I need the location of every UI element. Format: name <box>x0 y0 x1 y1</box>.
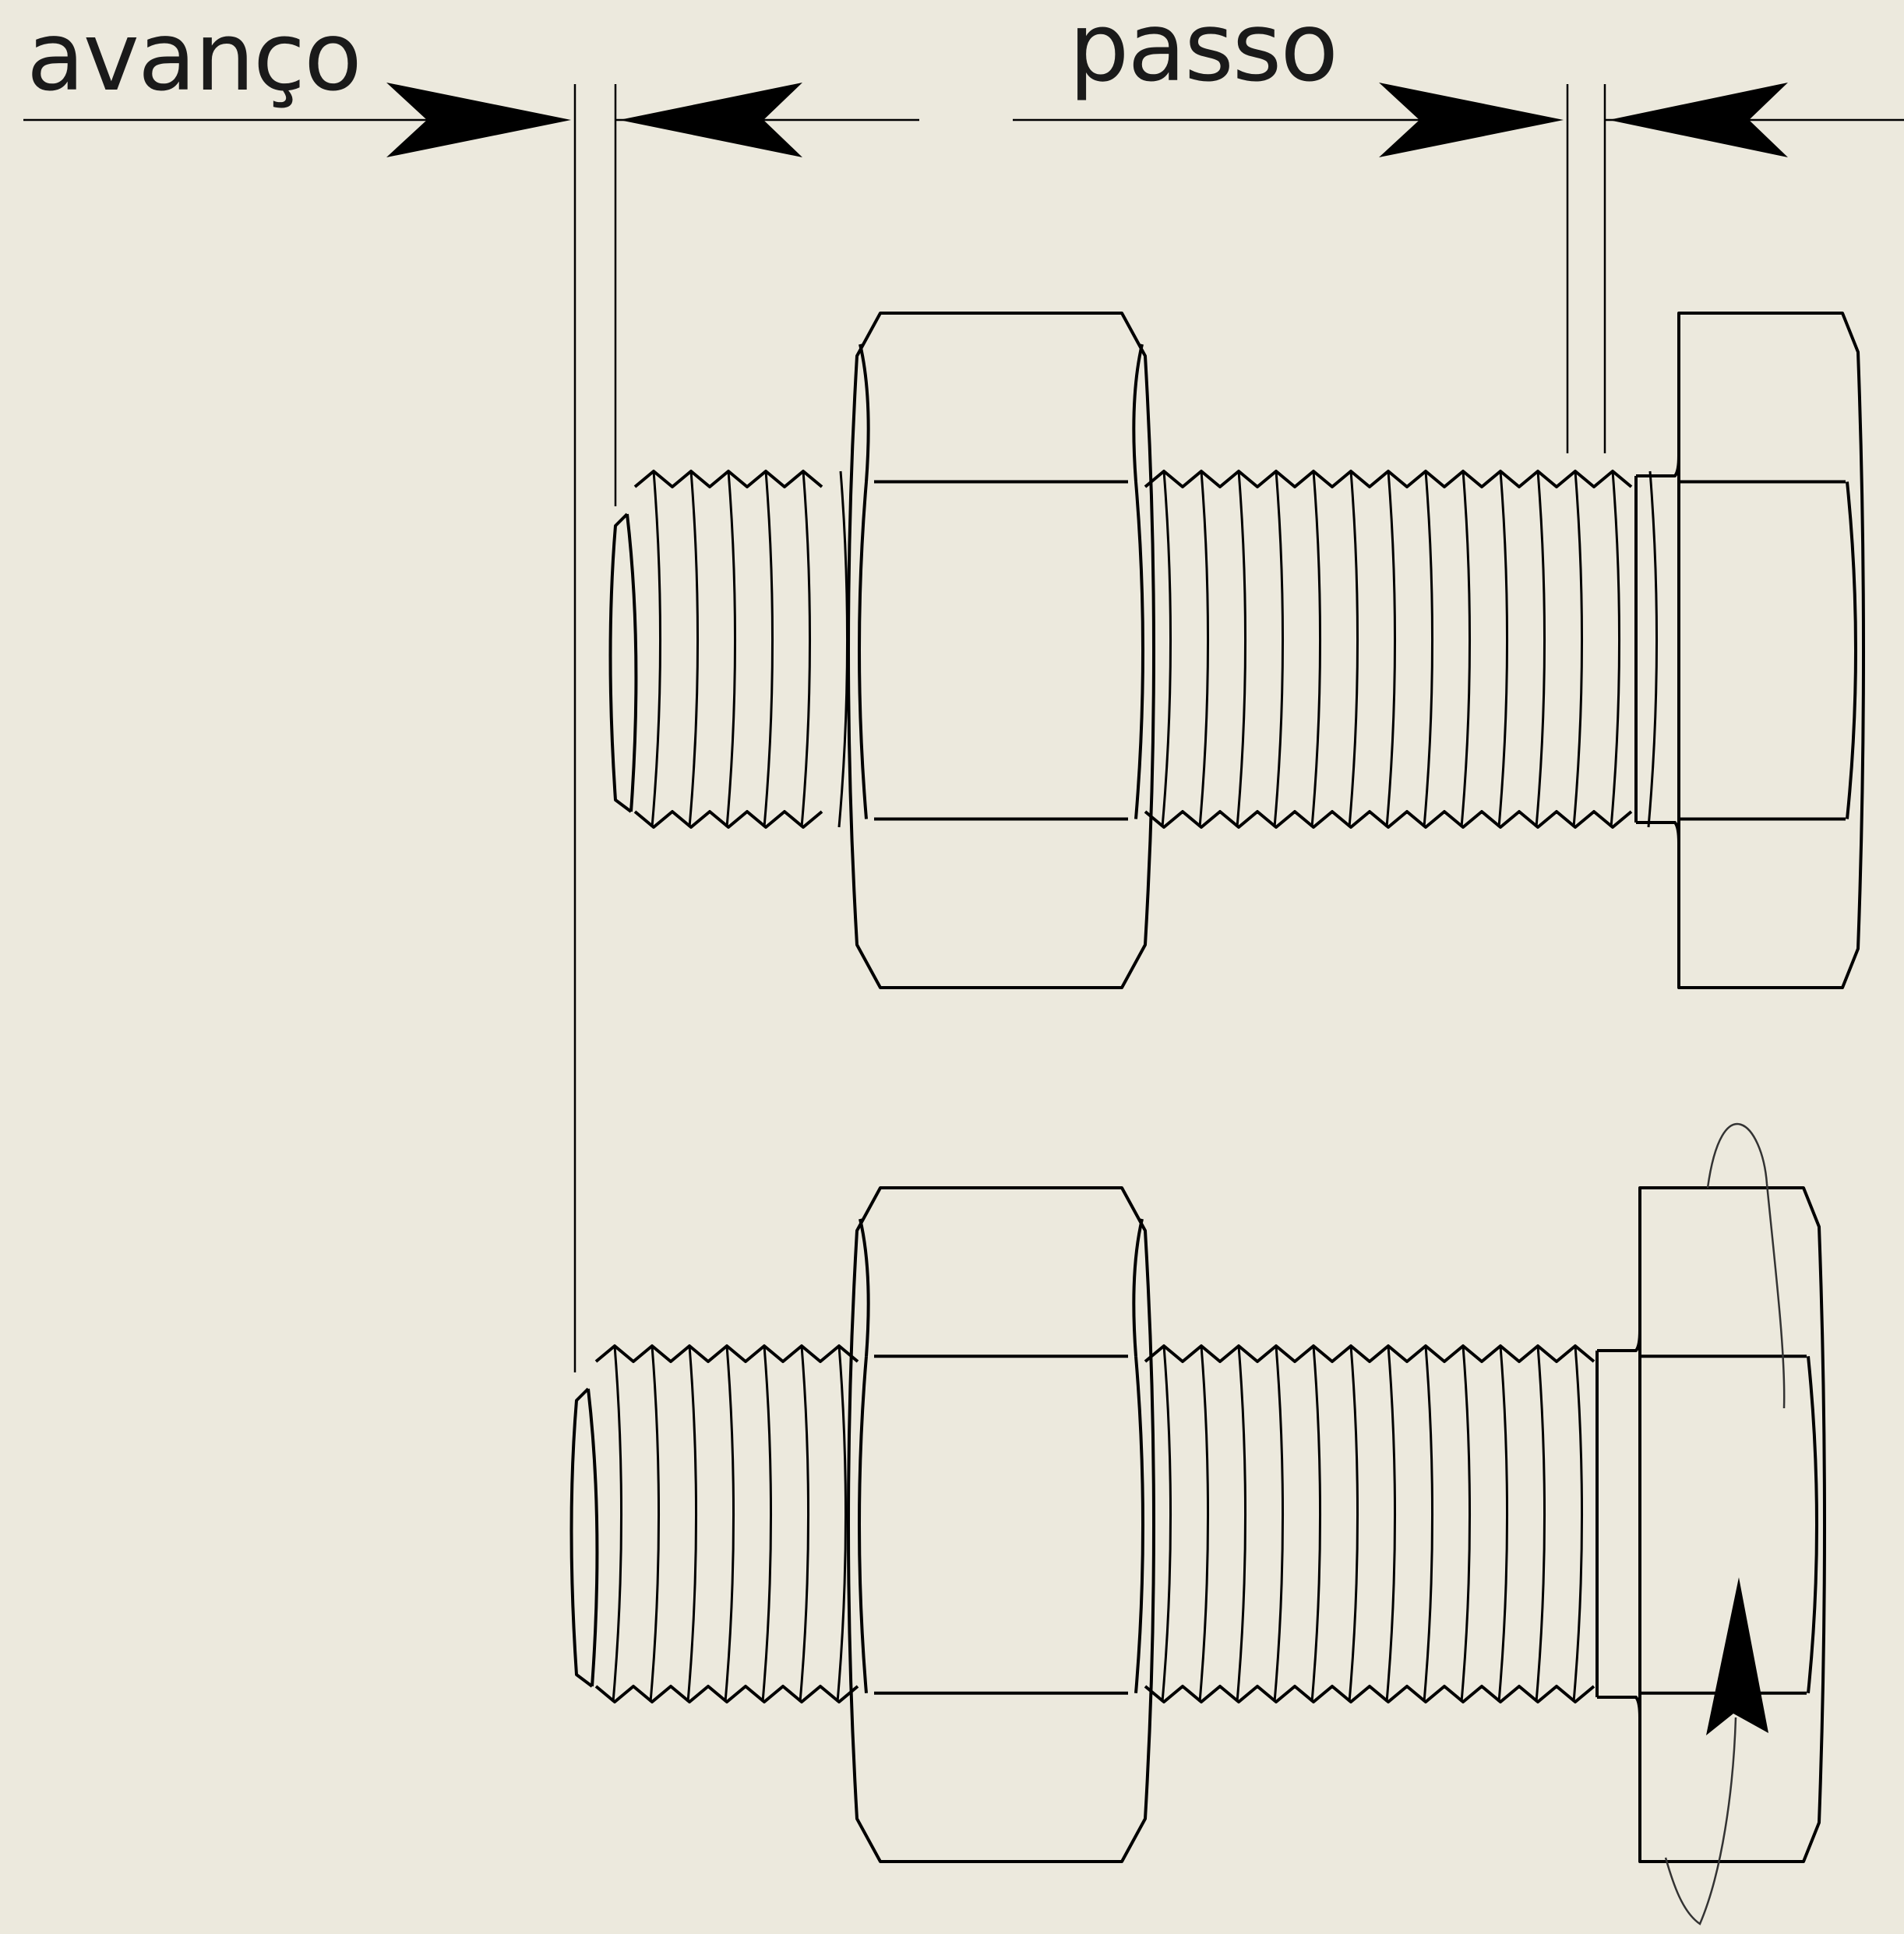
bolt-top-thread-left-helix-line <box>763 470 774 828</box>
bolt-bottom-thread-right-helix-line <box>1535 1345 1546 1703</box>
bolt-bottom-tip <box>569 1387 594 1688</box>
bolt-bottom-collar <box>1595 1330 1641 1718</box>
lead-arrows <box>386 83 802 157</box>
bolt-bottom-thread-left-helix-line <box>799 1345 810 1703</box>
bolt-bottom-head-outline <box>1638 1186 1826 1863</box>
bolt-bottom-nut-facet-r1 <box>1132 1218 1144 1357</box>
bolt-top-thread-right-helix-line <box>1385 470 1397 828</box>
bolt-top-nut-facet-l1 <box>859 343 870 482</box>
bolt-top-head-outline <box>1677 312 1865 989</box>
lead-dimension <box>23 84 919 1372</box>
bolt-bottom-thread-left-helix-line <box>649 1345 661 1703</box>
pitch-label: passo <box>1069 0 1338 103</box>
bolt-bottom-thread-left-helix-line <box>724 1345 735 1703</box>
rotation-arrow-icon <box>1706 1577 1768 1735</box>
bolt-top-thread-right-helix-line <box>1310 470 1322 828</box>
bolt-top-thread-left-helix-line <box>688 470 700 828</box>
bolt-top-thread-right-crest-bottom <box>1144 810 1633 829</box>
bolt-top-thread-left-helix-line <box>800 470 812 828</box>
bolt-bottom-thread-right-helix-line <box>1460 1345 1472 1703</box>
bolt-bottom-nut-facet-l1 <box>859 1218 870 1357</box>
pitch-arrow-left <box>1609 83 1788 157</box>
bolt-top-nut-facet-r1 <box>1132 343 1144 482</box>
bolt-bottom-thread-left-crest-bottom <box>594 1685 859 1703</box>
lead-arrow-left <box>619 83 802 157</box>
bolt-bottom-thread-right-helix-line <box>1161 1345 1172 1703</box>
bolt-top-thread-left-helix-line <box>725 470 737 828</box>
bolt-bottom-thread-right-crest-top <box>1144 1344 1595 1363</box>
bolt-bottom-thread-left-helix-line <box>761 1345 773 1703</box>
bolt-top-thread-right-helix-line <box>1348 470 1359 828</box>
bolt-top-thread-right-helix-line <box>1161 470 1172 828</box>
bolt-bottom-thread-left-helix-line <box>686 1345 698 1703</box>
bolt-bottom-head-facet <box>1807 1356 1818 1693</box>
bolt-top-thread-right-helix-line <box>1460 470 1472 828</box>
bolt-bottom-nut-facet-r2 <box>1134 1356 1144 1693</box>
bolt-bottom-thread-right-helix-line <box>1423 1345 1434 1703</box>
bolt-top-thread-right-helix-line <box>1236 470 1247 828</box>
bolt-top-thread-right-helix-line <box>1535 470 1546 828</box>
bolt-bottom-thread-right-helix-line <box>1572 1345 1584 1703</box>
bolt-bottom-thread-right-helix-line <box>1273 1345 1285 1703</box>
bolt-bottom-nut-facet-l2 <box>858 1356 868 1693</box>
bolt-top-head-facet <box>1846 481 1857 819</box>
bolt-bottom-thread-right-helix-line <box>1385 1345 1397 1703</box>
bolt-top-thread-right-helix-line <box>1198 470 1210 828</box>
bolt-top-nut-facet-l2 <box>858 481 868 819</box>
pitch-arrow-right <box>1379 83 1564 157</box>
rotation-arc-top <box>1706 1122 1786 1409</box>
bolt-top-thread-right-helix-line <box>1423 470 1434 828</box>
bolt-top-tip <box>608 513 633 813</box>
lead-arrow-right <box>386 83 571 157</box>
bolt-bottom-thread-left-helix-line <box>612 1345 623 1703</box>
bolt-bottom-tip-inner <box>587 1388 599 1687</box>
bolt-top-thread-right-helix-line <box>1572 470 1584 828</box>
bolt-top-thread-left-crest-bottom <box>633 810 823 829</box>
bolt-upper <box>608 312 1865 989</box>
bolt-top-thread-left-helix-line <box>837 470 849 828</box>
bolt-top-nut-facet-r2 <box>1134 481 1144 819</box>
bolt-bottom-thread-right-helix-line <box>1198 1345 1210 1703</box>
bolt-lower <box>569 1186 1826 1863</box>
bolt-bottom-thread-left-helix-line <box>836 1345 848 1703</box>
rotation-arc-bottom <box>1664 1717 1737 1925</box>
bolt-bottom-thread-right-crest-bottom <box>1144 1685 1595 1703</box>
bolt-top-thread-right-helix-line <box>1273 470 1285 828</box>
bolt-bottom-thread-right-helix-line <box>1310 1345 1322 1703</box>
bolt-bottom-thread-right-helix-line <box>1497 1345 1509 1703</box>
bolt-bottom-thread-right-helix-line <box>1236 1345 1247 1703</box>
lead-label: avanço <box>26 2 362 112</box>
bolt-top-thread-right-helix-line <box>1647 470 1659 828</box>
bolt-bottom-thread-right-helix-line <box>1348 1345 1359 1703</box>
pitch-arrows <box>1379 83 1788 157</box>
bolt-top-nut-outline <box>847 312 1155 989</box>
bolt-top-tip-inner <box>626 513 638 812</box>
bolt-bottom-nut-outline <box>847 1186 1155 1863</box>
bolt-top-thread-right-helix-line <box>1497 470 1509 828</box>
bolt-top-thread-right-helix-line <box>1610 470 1621 828</box>
bolt-top-thread-left-helix-line <box>651 470 662 828</box>
rotation-indicator <box>1664 1122 1786 1925</box>
